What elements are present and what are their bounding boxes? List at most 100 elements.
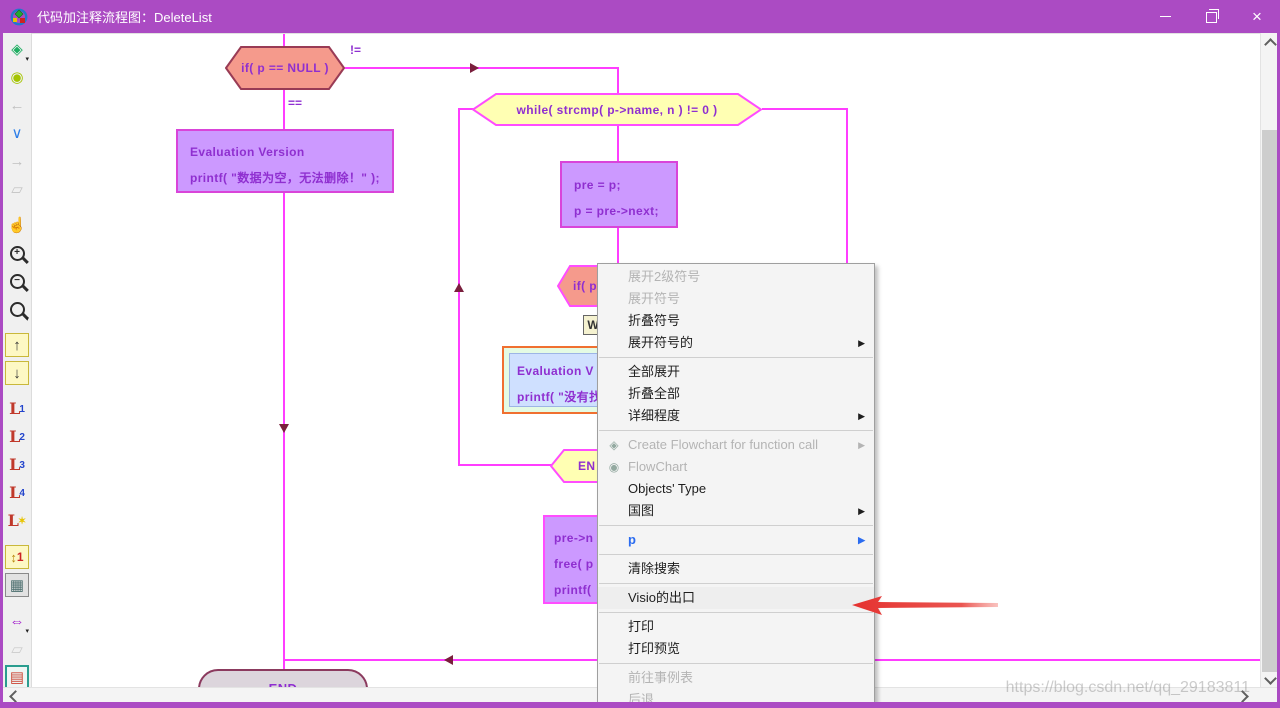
- connector-line: [283, 34, 285, 46]
- menu-item-detail-level[interactable]: 详细程度 ▶: [598, 405, 874, 427]
- node-assign[interactable]: pre = p; p = pre->next;: [560, 161, 678, 228]
- node-if-null[interactable]: if( p == NULL ): [225, 46, 345, 90]
- connector-line: [283, 90, 285, 129]
- expand-one-level-icon[interactable]: ↕1: [5, 545, 29, 569]
- menu-item-label: 展开符号: [628, 291, 681, 306]
- jump-bottom-icon[interactable]: ↓: [5, 361, 29, 385]
- arrowhead: [279, 424, 289, 433]
- nav-forward-icon: →: [9, 152, 25, 170]
- node-line: Evaluation Version: [190, 145, 305, 159]
- connector-line: [617, 126, 619, 161]
- menu-separator: [599, 554, 873, 555]
- fit-width-icon[interactable]: ⇔▾: [9, 612, 30, 636]
- zoom-level-icon[interactable]: ▾: [5, 297, 29, 323]
- node-while-loop[interactable]: while( strcmp( p->name, n ) != 0 ): [472, 93, 762, 126]
- branch-label-equal: ==: [288, 96, 303, 110]
- snapshot-icon[interactable]: ▦: [5, 573, 29, 597]
- node-end-terminal[interactable]: END: [198, 669, 368, 687]
- scroll-up-icon[interactable]: [1264, 38, 1277, 51]
- expand-symbols-icon[interactable]: ◈▾: [11, 40, 29, 64]
- restore-button[interactable]: [1188, 0, 1234, 33]
- node-icon: ◉: [608, 460, 620, 474]
- zoom-in-icon[interactable]: +: [5, 241, 29, 265]
- titlebar: 代码加注释流程图：DeleteList ×: [0, 0, 1280, 33]
- menu-item-expand-all[interactable]: 全部展开: [598, 361, 874, 383]
- menu-item-symbol-p[interactable]: p▶: [598, 529, 874, 551]
- submenu-arrow-icon: ▶: [858, 338, 865, 348]
- menu-separator: [599, 357, 873, 358]
- menu-item-label: p: [628, 532, 636, 547]
- window-title: 代码加注释流程图：DeleteList: [37, 10, 212, 25]
- menu-item-label: 展开符号的: [628, 335, 694, 350]
- level-all-icon[interactable]: L✶: [7, 511, 27, 530]
- vertical-scroll-thumb[interactable]: [1262, 130, 1277, 672]
- menu-item-label: FlowChart: [628, 459, 688, 474]
- node-label: EN: [578, 459, 596, 473]
- menu-separator: [599, 583, 873, 584]
- zoom-out-icon[interactable]: −: [5, 269, 29, 293]
- window-border: [0, 702, 1280, 708]
- menu-item-label: 打印: [628, 619, 655, 634]
- menu-item-flowchart: ◉ FlowChart: [598, 456, 874, 478]
- menu-item-label: 国图: [628, 503, 655, 518]
- node-line: p = pre->next;: [574, 204, 659, 218]
- jump-top-icon[interactable]: ↑: [5, 333, 29, 357]
- connector-line: [617, 67, 619, 94]
- menu-item-objects-type[interactable]: Objects' Type: [598, 478, 874, 500]
- menu-item-label: Create Flowchart for function call: [628, 437, 819, 452]
- node-label: if( p == NULL ): [241, 61, 329, 75]
- menu-item-expand-symbol: 展开符号: [598, 288, 874, 310]
- restore-icon: [1205, 8, 1219, 23]
- related-chart-icon: ▱: [11, 180, 23, 198]
- node-line: pre->n: [554, 531, 594, 545]
- submenu-arrow-icon: ▶: [858, 440, 865, 450]
- menu-item-label: 清除搜索: [628, 561, 681, 576]
- code-flowchart-icon[interactable]: ▤: [5, 665, 29, 689]
- locate-symbol-icon[interactable]: ◉: [10, 68, 24, 86]
- menu-item-label: 折叠符号: [628, 313, 681, 328]
- pan-hand-icon[interactable]: ☝: [7, 216, 27, 234]
- menu-item-print-preview[interactable]: 打印预览: [598, 638, 874, 660]
- submenu-arrow-icon: ▶: [858, 411, 865, 421]
- node-line: Evaluation V: [517, 364, 594, 378]
- arrowhead: [454, 283, 464, 292]
- scroll-down-icon[interactable]: [1264, 672, 1277, 685]
- menu-item-label: 详细程度: [628, 408, 681, 423]
- flowchart-icon: ◈: [609, 438, 619, 452]
- menu-item-print[interactable]: 打印: [598, 616, 874, 638]
- expand-down-icon[interactable]: ∨: [11, 124, 23, 142]
- context-menu: 展开2级符号展开符号折叠符号展开符号的 ▶ 全部展开折叠全部详细程度 ▶ ◈ Create…: [597, 263, 875, 708]
- annotation-arrow: [852, 596, 998, 615]
- minimize-icon: [1159, 16, 1171, 17]
- menu-item-export-visio[interactable]: Visio的出口: [598, 587, 874, 609]
- node-eval-version-1[interactable]: Evaluation Version printf( "数据为空，无法删除！" …: [176, 129, 394, 193]
- menu-item-collapse-all[interactable]: 折叠全部: [598, 383, 874, 405]
- close-button[interactable]: ×: [1234, 0, 1280, 33]
- menu-item-expand-symbols-of[interactable]: 展开符号的 ▶: [598, 332, 874, 354]
- node-line: free( p: [554, 557, 594, 571]
- menu-item-expand-2-levels: 展开2级符号: [598, 266, 874, 288]
- scroll-left-icon[interactable]: [9, 690, 22, 703]
- node-line: printf( "数据为空，无法删除！" );: [190, 171, 380, 185]
- menu-item-label: Objects' Type: [628, 481, 707, 496]
- dropdown-arrow-icon: ▾: [25, 628, 29, 635]
- menu-item-collapse-symbol[interactable]: 折叠符号: [598, 310, 874, 332]
- connector-line: [458, 108, 474, 110]
- menu-item-national-chart[interactable]: 国图▶: [598, 500, 874, 522]
- vertical-scrollbar[interactable]: [1260, 33, 1277, 687]
- arrowhead: [470, 63, 479, 73]
- scroll-right-icon[interactable]: [1236, 690, 1249, 703]
- close-icon: ×: [1252, 7, 1262, 26]
- node-line: printf(: [554, 583, 592, 597]
- menu-item-label: 全部展开: [628, 364, 681, 379]
- menu-item-clear-search[interactable]: 清除搜索: [598, 558, 874, 580]
- minimize-button[interactable]: [1142, 0, 1188, 33]
- node-label: W: [587, 318, 599, 332]
- menu-item-label: 折叠全部: [628, 386, 681, 401]
- branch-label-not-equal: !=: [350, 43, 362, 57]
